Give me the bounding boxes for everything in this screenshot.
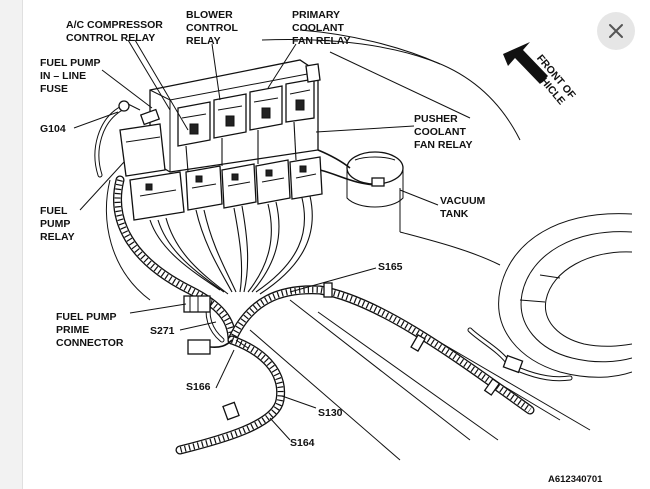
fuel-pump-relay-body xyxy=(119,123,166,177)
label-fuel-pump-inline-fuse: FUEL PUMP IN – LINE FUSE xyxy=(40,57,103,95)
label-vacuum-tank: VACUUM TANK xyxy=(440,195,488,220)
wiring-diagram: A/C COMPRESSOR CONTROL RELAY BLOWER CONT… xyxy=(40,9,632,485)
label-s165: S165 xyxy=(378,261,403,273)
close-button[interactable] xyxy=(597,12,635,50)
leader-lines xyxy=(73,39,439,441)
relay-center xyxy=(119,59,351,295)
lower-connectors xyxy=(129,156,323,221)
upper-relays xyxy=(177,78,315,147)
label-pusher-coolant-fan-relay: PUSHER COOLANT FAN RELAY xyxy=(414,113,473,151)
label-primary-coolant-fan-relay: PRIMARY COOLANT FAN RELAY xyxy=(292,9,351,47)
fuel-pump-prime-connector-part xyxy=(183,295,211,313)
label-s130: S130 xyxy=(318,407,343,419)
g104-ground xyxy=(94,100,141,178)
label-fuel-pump-prime-connector: FUEL PUMP PRIME CONNECTOR xyxy=(56,311,124,349)
vacuum-tank xyxy=(319,151,404,208)
label-fuel-pump-relay: FUEL PUMP RELAY xyxy=(40,205,75,243)
figure-id: A612340701 xyxy=(548,474,603,485)
close-icon xyxy=(609,24,623,38)
label-ac-compressor-control-relay: A/C COMPRESSOR CONTROL RELAY xyxy=(66,19,166,44)
main-harness xyxy=(113,175,573,455)
label-g104: G104 xyxy=(40,123,66,135)
label-s271: S271 xyxy=(150,325,175,337)
label-s164: S164 xyxy=(290,437,315,449)
front-arrow-icon xyxy=(503,42,548,84)
labels: A/C COMPRESSOR CONTROL RELAY BLOWER CONT… xyxy=(40,9,603,485)
viewer-left-edge xyxy=(0,0,23,489)
strut-tower xyxy=(498,213,632,378)
s166-connector xyxy=(187,339,233,355)
label-blower-control-relay: BLOWER CONTROL RELAY xyxy=(186,9,241,47)
connector-wires xyxy=(149,195,313,295)
label-s166: S166 xyxy=(186,381,211,393)
